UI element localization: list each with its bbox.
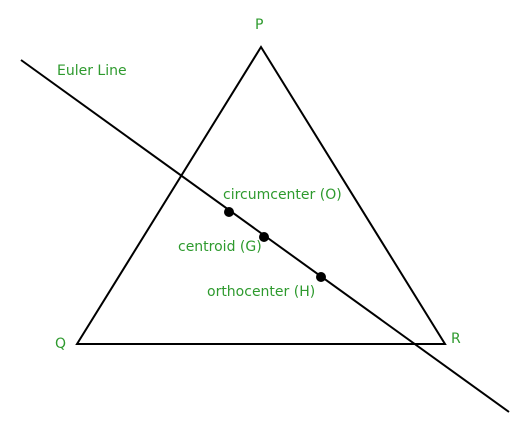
vertex-label-p: P xyxy=(255,17,263,33)
orthocenter-point xyxy=(316,272,326,282)
circumcenter-point xyxy=(224,207,234,217)
centroid-label: centroid (G) xyxy=(178,239,262,255)
triangle-pqr xyxy=(75,45,447,345)
orthocenter-label: orthocenter (H) xyxy=(207,284,315,300)
circumcenter-label: circumcenter (O) xyxy=(223,187,342,203)
euler-line-label: Euler Line xyxy=(57,63,127,79)
vertex-label-r: R xyxy=(451,331,461,347)
centroid-point xyxy=(259,232,269,242)
vertex-label-q: Q xyxy=(55,336,66,352)
